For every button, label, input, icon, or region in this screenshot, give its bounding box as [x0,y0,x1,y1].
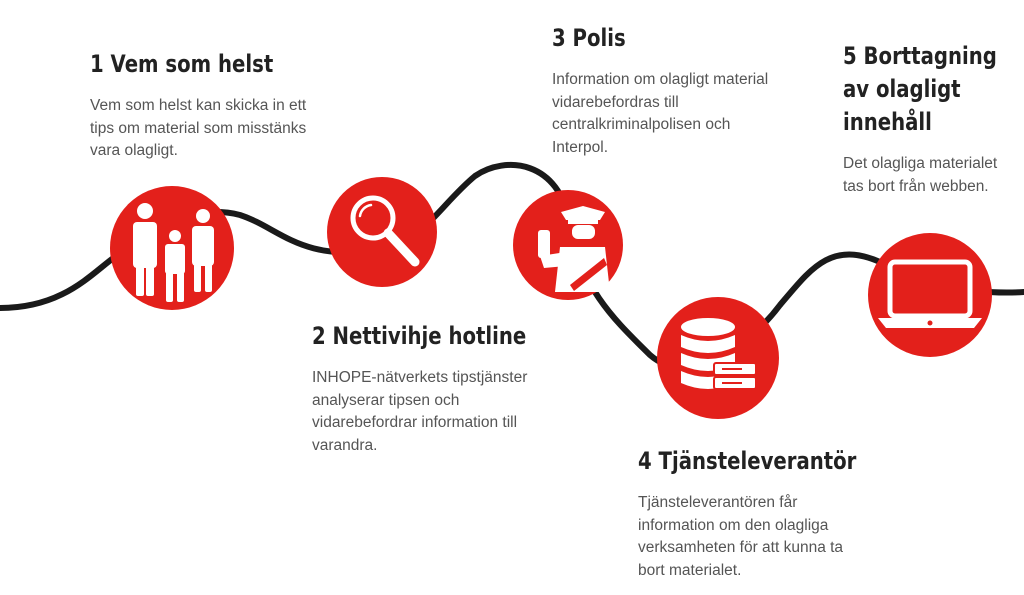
step-5-title: 5 Borttagning av olagligt innehåll [843,42,997,136]
step-1-title: 1 Vem som helst [90,50,274,78]
family-icon [133,203,214,302]
step-2-title: 2 Nettivihje hotline [312,322,527,350]
magnifier-icon [350,195,420,267]
database-server-icon [681,318,757,390]
step-2: 2 Nettivihje hotline INHOPE-nätverkets t… [312,320,542,457]
step-5: 5 Borttagning av olagligt innehåll Det o… [843,40,1013,198]
step-4: 4 Tjänsteleverantör Tjänsteleverantören … [638,445,868,582]
step-1-circle [110,186,234,310]
step-1-text: Vem som helst kan skicka in ett tips om … [90,97,307,159]
step-2-circle [327,177,437,287]
step-5-text: Det olagliga materialet tas bort från we… [843,155,998,195]
step-3-title: 3 Polis [552,24,626,52]
step-3-text: Information om olagligt material vidareb… [552,71,769,156]
step-2-text: INHOPE-nätverkets tipstjänster analysera… [312,369,528,454]
step-4-text: Tjänsteleverantören får information om d… [638,494,844,579]
laptop-icon [878,259,982,328]
step-4-circle [657,297,779,419]
step-4-title: 4 Tjänsteleverantör [638,447,857,475]
step-3-circle [513,190,623,300]
step-5-circle [868,233,992,357]
step-1: 1 Vem som helst Vem som helst kan skicka… [90,48,310,163]
step-3: 3 Polis Information om olagligt material… [552,22,774,159]
police-officer-icon [538,206,610,292]
